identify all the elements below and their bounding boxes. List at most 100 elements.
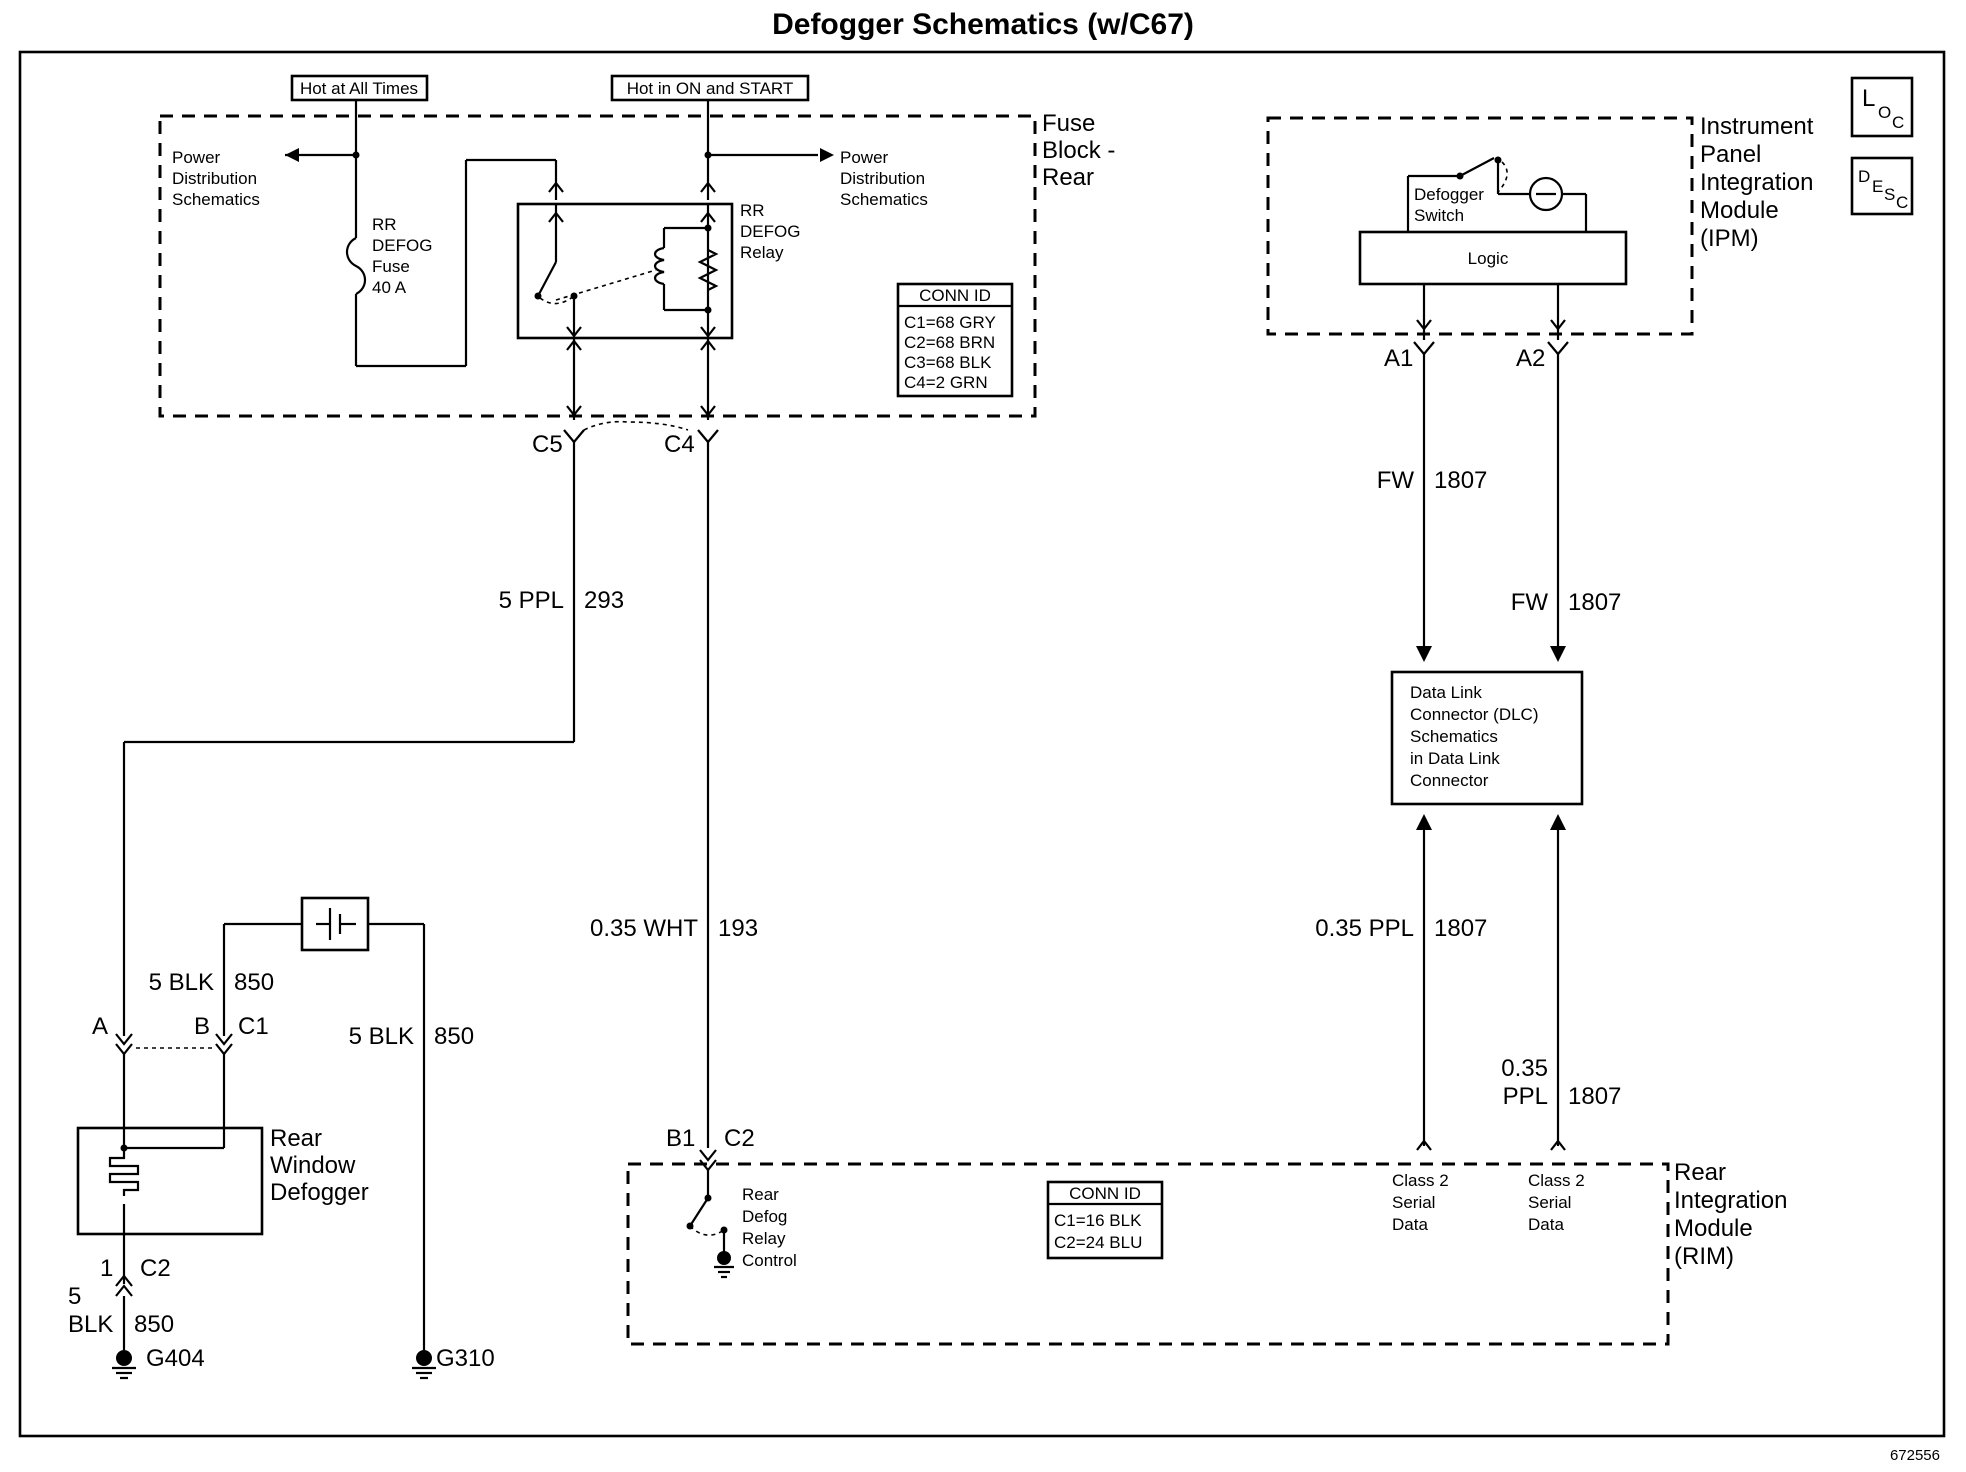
power-dist-left-line1: Power <box>172 148 221 167</box>
instrument-panel-integration-module: Instrument Panel Integration Module (IPM… <box>1266 113 1814 340</box>
fuse-block-label-line1: Fuse <box>1042 110 1095 137</box>
ground-g310-icon <box>412 1350 436 1380</box>
connector-rim-c2-label: C2 <box>724 1125 755 1152</box>
connector-a1-a2: A1 A2 <box>1384 341 1569 372</box>
desc-letter-c: C <box>1896 193 1908 212</box>
wire-850c-color-b: BLK <box>68 1311 113 1338</box>
wire-fw2-color: FW <box>1511 589 1549 616</box>
wire-fw2-number: 1807 <box>1568 589 1621 616</box>
class2-right-line1: Class 2 <box>1528 1171 1585 1190</box>
wire-850b-color: 5 BLK <box>349 1023 414 1050</box>
description-icon-button[interactable]: D E S C <box>1850 156 1914 216</box>
dlc-label-line4: in Data Link <box>1410 749 1500 768</box>
conn-id-row-c1: C1=68 GRY <box>904 313 996 332</box>
hot-in-on-start-label: Hot in ON and START <box>627 79 794 98</box>
rim-conn-id-row-c2: C2=24 BLU <box>1054 1233 1142 1252</box>
wire-ppl2-number: 1807 <box>1568 1083 1621 1110</box>
arrow-down-icon <box>1416 646 1432 662</box>
power-dist-left-line2: Distribution <box>172 169 257 188</box>
chevron-up-icon <box>548 181 564 193</box>
fuse-label-line1: RR <box>372 215 397 234</box>
wire-193-number: 193 <box>718 915 758 942</box>
wire-850a-number: 850 <box>234 969 274 996</box>
resistor-icon <box>697 249 719 291</box>
power-distribution-left-label: Power Distribution Schematics <box>172 148 260 209</box>
wire-850c-color-a: 5 <box>68 1283 81 1310</box>
relay-control-label-line2: Defog <box>742 1207 787 1226</box>
ground-g404-label: G404 <box>146 1345 205 1372</box>
location-icon-button[interactable]: L O C <box>1850 76 1914 138</box>
rim-label-line4: (RIM) <box>1674 1243 1734 1270</box>
logic-block <box>1358 230 1628 286</box>
rim-label-line1: Rear <box>1674 1159 1726 1186</box>
ipm-label-line3: Integration <box>1700 169 1813 196</box>
connector-c5-label: C5 <box>532 431 563 458</box>
figure-number: 672556 <box>1890 1447 1940 1464</box>
desc-letter-s: S <box>1884 185 1895 204</box>
ground-g310-label: G310 <box>436 1345 495 1372</box>
diagram-frame <box>18 50 1946 1438</box>
chevron-up-icon-2 <box>700 181 716 193</box>
wire-293-number: 293 <box>584 587 624 614</box>
wire-fw1-color: FW <box>1377 467 1415 494</box>
page-title: Defogger Schematics (w/C67) <box>772 8 1194 41</box>
wire-850c-number: 850 <box>134 1311 174 1338</box>
dlc-label-line2: Connector (DLC) <box>1410 705 1539 724</box>
fuse-block-label-line3: Rear <box>1042 164 1094 191</box>
defogger-switch-label-line2: Switch <box>1414 206 1464 225</box>
fuse-label-line3: Fuse <box>372 257 410 276</box>
power-dist-right-line1: Power <box>840 148 889 167</box>
rim-conn-id-title: CONN ID <box>1069 1184 1141 1203</box>
fuse-label-line4: 40 A <box>372 278 407 297</box>
connector-c1-label: C1 <box>238 1013 269 1040</box>
hot-at-all-times-label: Hot at All Times <box>300 79 418 98</box>
hot-in-on-start-box <box>610 74 810 102</box>
desc-letter-e: E <box>1872 177 1883 196</box>
loc-letter-l: L <box>1862 85 1875 112</box>
defogger-label-line2: Window <box>270 1152 356 1179</box>
wire-ppl-1807-left: 0.35 PPL 1807 <box>1315 814 1487 1151</box>
power-dist-left-line3: Schematics <box>172 190 260 209</box>
power-dist-right-line3: Schematics <box>840 190 928 209</box>
ipm-label-line1: Instrument <box>1700 113 1814 140</box>
connector-c2-label: C2 <box>140 1255 171 1282</box>
wire-fw1-number: 1807 <box>1434 467 1487 494</box>
rear-window-defogger-circuit: 5 BLK 850 5 BLK 850 A B C1 Rear Window D… <box>68 896 495 1380</box>
rear-window-defogger-box <box>76 1126 264 1236</box>
fuse-label: RR DEFOG Fuse 40 A <box>372 215 432 297</box>
desc-letter-d: D <box>1858 167 1870 186</box>
conn-id-row-c2: C2=68 BRN <box>904 333 995 352</box>
pin-b-label: B <box>194 1013 210 1040</box>
rim-ground-icon <box>714 1251 734 1279</box>
arrow-left-icon <box>285 148 299 162</box>
pin-a-label: A <box>92 1013 108 1040</box>
rim-conn-id-row-c1: C1=16 BLK <box>1054 1211 1142 1230</box>
wire-fw-1807-a1: FW 1807 <box>1377 354 1487 662</box>
connector-b1-label: B1 <box>666 1125 695 1152</box>
arrow-up-icon <box>1416 814 1432 830</box>
connector-c5-c4: C5 C4 <box>532 420 719 458</box>
wire-fw-1807-a2: FW 1807 <box>1511 354 1621 662</box>
conn-id-row-c4: C4=2 GRN <box>904 373 988 392</box>
power-dist-right-line2: Distribution <box>840 169 925 188</box>
fuse-icon <box>345 237 367 295</box>
relay-coil-icon <box>653 246 665 286</box>
fuse-block-rear: Fuse Block - Rear Hot at All Times Hot i… <box>158 74 1115 420</box>
wire-ppl1-color: 0.35 PPL <box>1315 915 1414 942</box>
loc-letter-c: C <box>1892 113 1904 132</box>
capacitor-box <box>300 896 370 952</box>
wire-ppl-1807-right: 0.35 PPL 1807 <box>1501 814 1621 1151</box>
data-link-connector-link[interactable]: Data Link Connector (DLC) Schematics in … <box>1390 670 1584 806</box>
arrow-down-icon-2 <box>1550 646 1566 662</box>
relay-label-line2: DEFOG <box>740 222 800 241</box>
relay-label: RR DEFOG Relay <box>740 201 800 262</box>
rim-conn-id-table: CONN ID C1=16 BLK C2=24 BLU <box>1046 1180 1164 1260</box>
wire-293: 5 PPL 293 <box>122 442 624 1036</box>
power-distribution-right-label: Power Distribution Schematics <box>840 148 928 209</box>
wire-850b-number: 850 <box>434 1023 474 1050</box>
class2-right-line2: Serial <box>1528 1193 1571 1212</box>
ipm-label-line4: Module <box>1700 197 1779 224</box>
wire-850a-color: 5 BLK <box>149 969 214 996</box>
relay-label-line1: RR <box>740 201 765 220</box>
